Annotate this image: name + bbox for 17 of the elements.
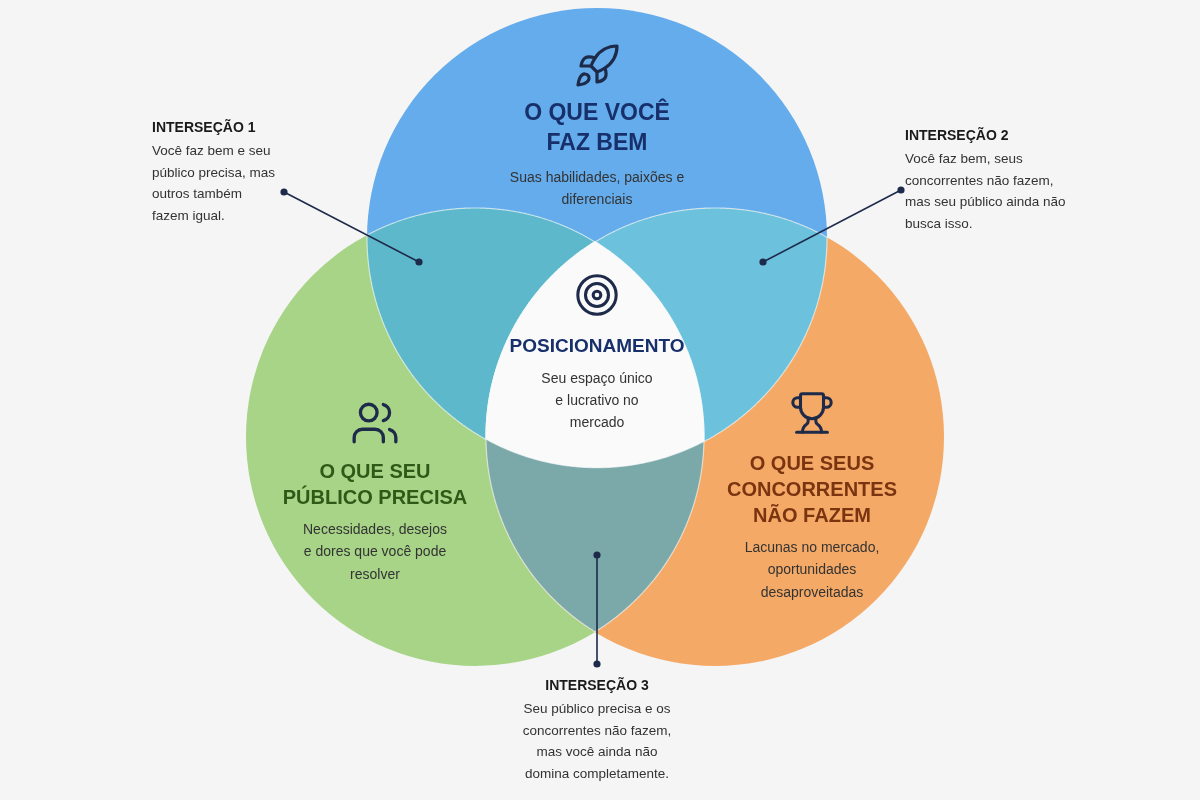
heading: INTERSEÇÃO 1 [152,118,257,137]
leader-line [280,188,423,266]
leader-line [593,551,601,668]
description-text: Necessidades, desejos e dores que você pode resolver [302,520,448,584]
heading: O QUE SEU PÚBLICO PRECISA [281,459,469,510]
leader-line [759,186,905,266]
heading: O QUE SEUS CONCORRENTES NÃO FAZEM [726,451,898,528]
description-text: Você faz bem e seu público precisa, mas outros também fazem igual. [152,142,277,225]
heading: POSICIONAMENTO [508,334,686,358]
description-text: Você faz bem, seus concorrentes não fazem, mas seu público ainda não busca isso. [905,150,1067,233]
heading: INTERSEÇÃO 2 [905,126,1010,145]
description-text: Seu público precisa e os concorrentes não fazem, mas você ainda não domina completamente. [521,700,673,783]
description-text: Seu espaço único e lucrativo no mercado [540,368,654,433]
description-text: Suas habilidades, paixões e diferenciais [509,167,685,210]
heading: INTERSEÇÃO 3 [544,676,650,695]
heading: O QUE VOCÊ FAZ BEM [523,98,671,157]
description-text: Lacunas no mercado, oportunidades desaproveitadas [743,538,881,602]
